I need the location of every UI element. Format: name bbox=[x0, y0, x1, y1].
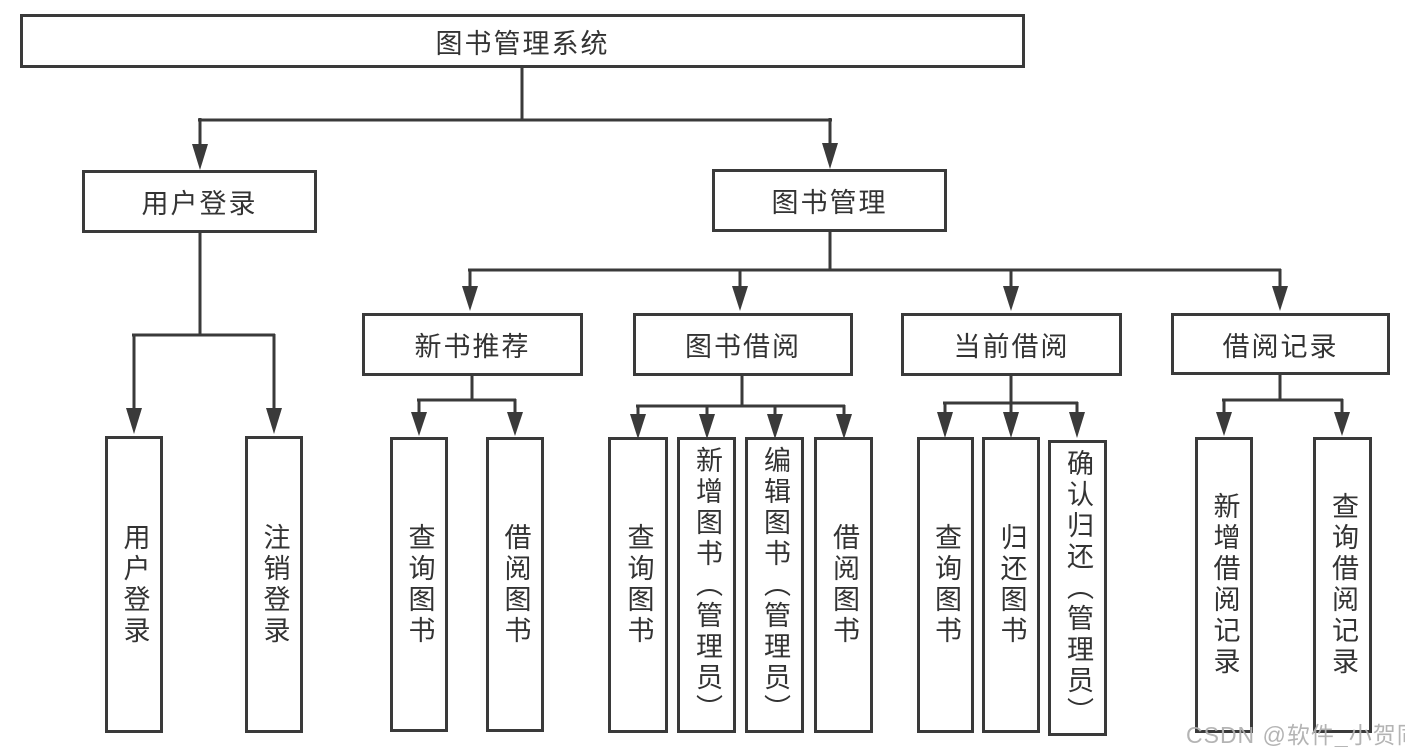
node-book-borrowing: 图书借阅 bbox=[633, 313, 853, 376]
leaf-query-borrow-record-label: 查询借阅记录 bbox=[1328, 492, 1358, 678]
leaf-edit-books-admin-label: 编辑图书（管理员） bbox=[760, 445, 790, 725]
leaf-query-books-borrowing: 查询图书 bbox=[608, 437, 668, 733]
leaf-return-books-label: 归还图书 bbox=[996, 523, 1027, 647]
leaf-borrow-books-recommend: 借阅图书 bbox=[486, 437, 544, 732]
leaf-user-login: 用户登录 bbox=[105, 436, 163, 733]
node-current-borrowing: 当前借阅 bbox=[901, 313, 1122, 376]
leaf-confirm-return-admin: 确认归还（管理员） bbox=[1048, 440, 1107, 736]
leaf-borrow-books-borrowing: 借阅图书 bbox=[814, 437, 873, 733]
watermark: CSDN @软件_小贺同学 bbox=[1186, 722, 1405, 747]
leaf-logout-label: 注销登录 bbox=[259, 522, 290, 647]
leaf-query-books-recommend-label: 查询图书 bbox=[404, 522, 435, 647]
node-user-login-label: 用户登录 bbox=[141, 189, 258, 219]
node-new-book-recommend: 新书推荐 bbox=[362, 313, 583, 376]
leaf-query-books-current: 查询图书 bbox=[917, 437, 974, 733]
node-book-management: 图书管理 bbox=[712, 169, 947, 232]
leaf-add-borrow-record-label: 新增借阅记录 bbox=[1209, 492, 1240, 678]
leaf-query-books-recommend: 查询图书 bbox=[390, 437, 448, 732]
leaf-return-books: 归还图书 bbox=[982, 437, 1040, 733]
leaf-logout: 注销登录 bbox=[245, 436, 303, 733]
leaf-borrow-books-borrowing-label: 借阅图书 bbox=[829, 523, 859, 647]
leaf-confirm-return-admin-label: 确认归还（管理员） bbox=[1063, 448, 1093, 728]
leaf-query-books-current-label: 查询图书 bbox=[931, 523, 961, 647]
node-root: 图书管理系统 bbox=[20, 14, 1025, 68]
leaf-add-borrow-record: 新增借阅记录 bbox=[1195, 437, 1253, 733]
leaf-user-login-label: 用户登录 bbox=[119, 522, 150, 647]
leaf-query-books-borrowing-label: 查询图书 bbox=[623, 523, 654, 647]
node-borrowing-records: 借阅记录 bbox=[1171, 313, 1390, 375]
leaf-add-books-admin-label: 新增图书（管理员） bbox=[692, 445, 722, 725]
node-book-management-label: 图书管理 bbox=[771, 188, 888, 218]
node-new-book-recommend-label: 新书推荐 bbox=[414, 332, 531, 362]
node-book-borrowing-label: 图书借阅 bbox=[685, 332, 801, 362]
leaf-edit-books-admin: 编辑图书（管理员） bbox=[745, 437, 804, 733]
node-root-label: 图书管理系统 bbox=[435, 28, 610, 59]
node-user-login: 用户登录 bbox=[82, 170, 317, 233]
leaf-query-borrow-record: 查询借阅记录 bbox=[1313, 437, 1372, 733]
leaf-add-books-admin: 新增图书（管理员） bbox=[677, 437, 736, 733]
node-current-borrowing-label: 当前借阅 bbox=[953, 332, 1070, 362]
node-borrowing-records-label: 借阅记录 bbox=[1222, 331, 1339, 362]
leaf-borrow-books-recommend-label: 借阅图书 bbox=[500, 522, 531, 647]
